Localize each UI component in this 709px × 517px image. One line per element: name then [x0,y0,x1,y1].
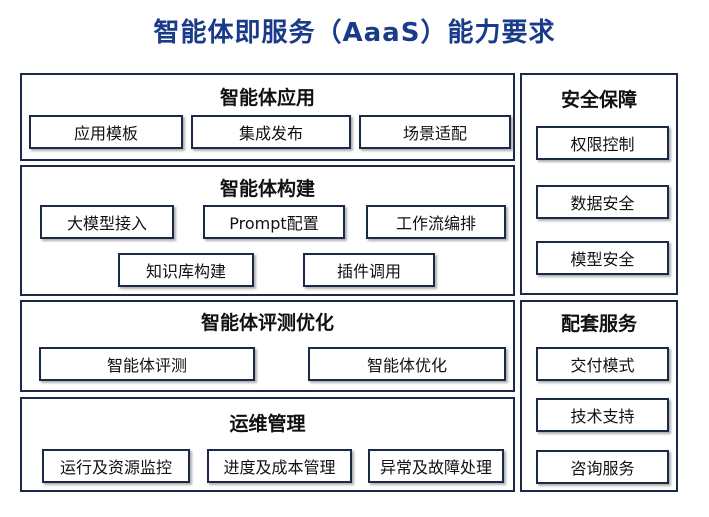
panel-title-operations: 运维管理 [229,413,306,435]
diagram-title: 智能体即服务（AaaS）能力要求 [153,18,556,48]
panel-agent-application: 智能体应用 应用模板 集成发布 场景适配 [20,73,515,161]
box-delivery-mode: 交付模式 [536,347,669,381]
box-scenario-adaptation: 场景适配 [359,115,511,149]
panel-agent-building: 智能体构建 大模型接入 Prompt配置 工作流编排 知识库构建 插件调用 [20,165,515,296]
box-llm-access: 大模型接入 [40,205,174,239]
panel-operations: 运维管理 运行及资源监控 进度及成本管理 异常及故障处理 [20,397,515,492]
box-consulting-service: 咨询服务 [536,450,669,484]
box-app-template: 应用模板 [29,115,183,149]
panel-title-agent-building: 智能体构建 [219,178,315,200]
panel-security: 安全保障 权限控制 数据安全 模型安全 [520,73,678,295]
box-progress-cost: 进度及成本管理 [207,449,352,483]
panel-support-services: 配套服务 交付模式 技术支持 咨询服务 [520,300,678,492]
panel-agent-evaluation: 智能体评测优化 智能体评测 智能体优化 [20,300,515,392]
box-agent-optimization: 智能体优化 [308,347,506,381]
panel-title-agent-application: 智能体应用 [219,87,315,109]
box-integration-release: 集成发布 [191,115,351,149]
box-plugin-invocation: 插件调用 [303,253,435,287]
panel-title-agent-evaluation: 智能体评测优化 [200,312,334,334]
box-technical-support: 技术支持 [536,398,669,432]
panel-title-support-services: 配套服务 [560,313,637,335]
box-workflow-orchestration: 工作流编排 [366,205,506,239]
box-data-security: 数据安全 [536,185,669,219]
box-knowledge-base: 知识库构建 [118,253,254,287]
box-runtime-monitoring: 运行及资源监控 [42,449,190,483]
box-prompt-config: Prompt配置 [203,205,345,239]
panel-title-security: 安全保障 [560,89,637,111]
box-access-control: 权限控制 [536,126,669,160]
box-model-security: 模型安全 [536,241,669,275]
box-agent-evaluation: 智能体评测 [39,347,255,381]
box-exception-handling: 异常及故障处理 [368,449,504,483]
